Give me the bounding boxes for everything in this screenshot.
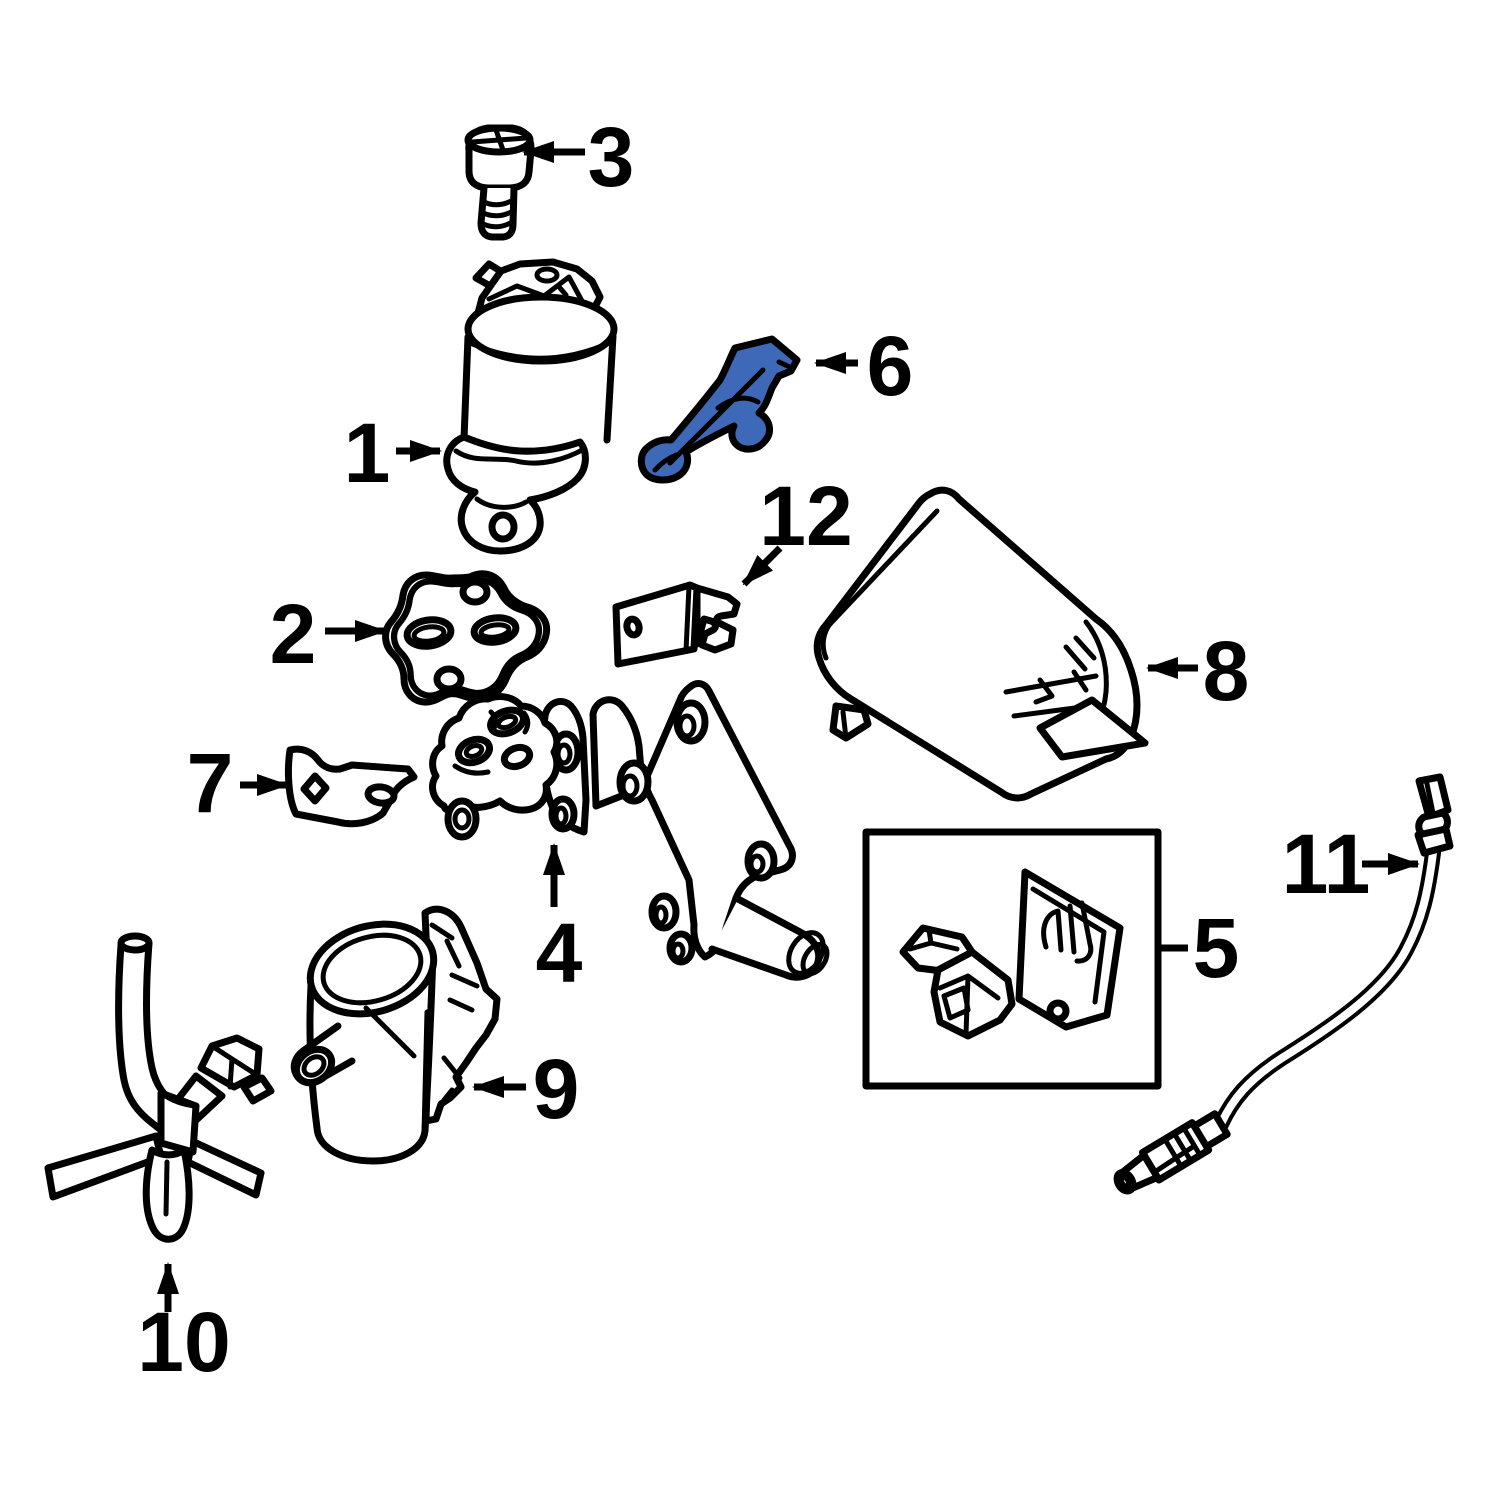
part-1-egr-valve[interactable] [443,258,618,555]
phillips-cross-icon [469,127,529,153]
part-9-air-pump[interactable] [290,905,501,1165]
callout-10-number[interactable]: 10 [137,1295,230,1389]
callout-2[interactable]: 2 [270,587,387,681]
part-2-gasket[interactable] [382,570,551,706]
part-3-screw[interactable] [464,124,535,241]
callout-7[interactable]: 7 [187,736,289,830]
callout-12[interactable]: 12 [741,469,853,587]
part-5-sensor-kit[interactable] [862,828,1162,1090]
part-8-vapor-canister[interactable] [813,486,1149,802]
callout-8[interactable]: 8 [1146,624,1250,718]
callout-12-arrow [741,545,783,587]
callout-2-number[interactable]: 2 [270,587,317,681]
callout-6[interactable]: 6 [814,319,914,413]
callout-10[interactable]: 10 [137,1262,231,1389]
callout-11-number[interactable]: 11 [1282,817,1371,911]
callout-3[interactable]: 3 [522,110,635,204]
callout-9[interactable]: 9 [472,1042,580,1136]
callout-4[interactable]: 4 [536,843,583,1000]
part-7-bracket[interactable] [284,745,418,828]
part-10-tube-assembly[interactable] [44,932,275,1243]
callout-4-number[interactable]: 4 [536,906,583,1000]
callout-5-number[interactable]: 5 [1193,901,1240,995]
callout-6-number[interactable]: 6 [867,319,914,413]
callout-7-number[interactable]: 7 [187,736,234,830]
callout-8-number[interactable]: 8 [1203,624,1250,718]
callout-9-number[interactable]: 9 [533,1042,580,1136]
callout-11[interactable]: 11 [1282,817,1420,911]
callout-5[interactable]: 5 [1158,901,1239,995]
part-4-bracket-assembly[interactable] [429,680,832,981]
part-12-bracket[interactable] [612,581,741,668]
part-11-oxygen-sensor[interactable] [1111,773,1454,1199]
callout-3-number[interactable]: 3 [588,110,635,204]
callout-12-number[interactable]: 12 [759,469,852,563]
part-6-bracket-highlighted[interactable] [637,335,801,484]
callout-1-number[interactable]: 1 [344,406,391,500]
callout-1[interactable]: 1 [344,406,442,500]
